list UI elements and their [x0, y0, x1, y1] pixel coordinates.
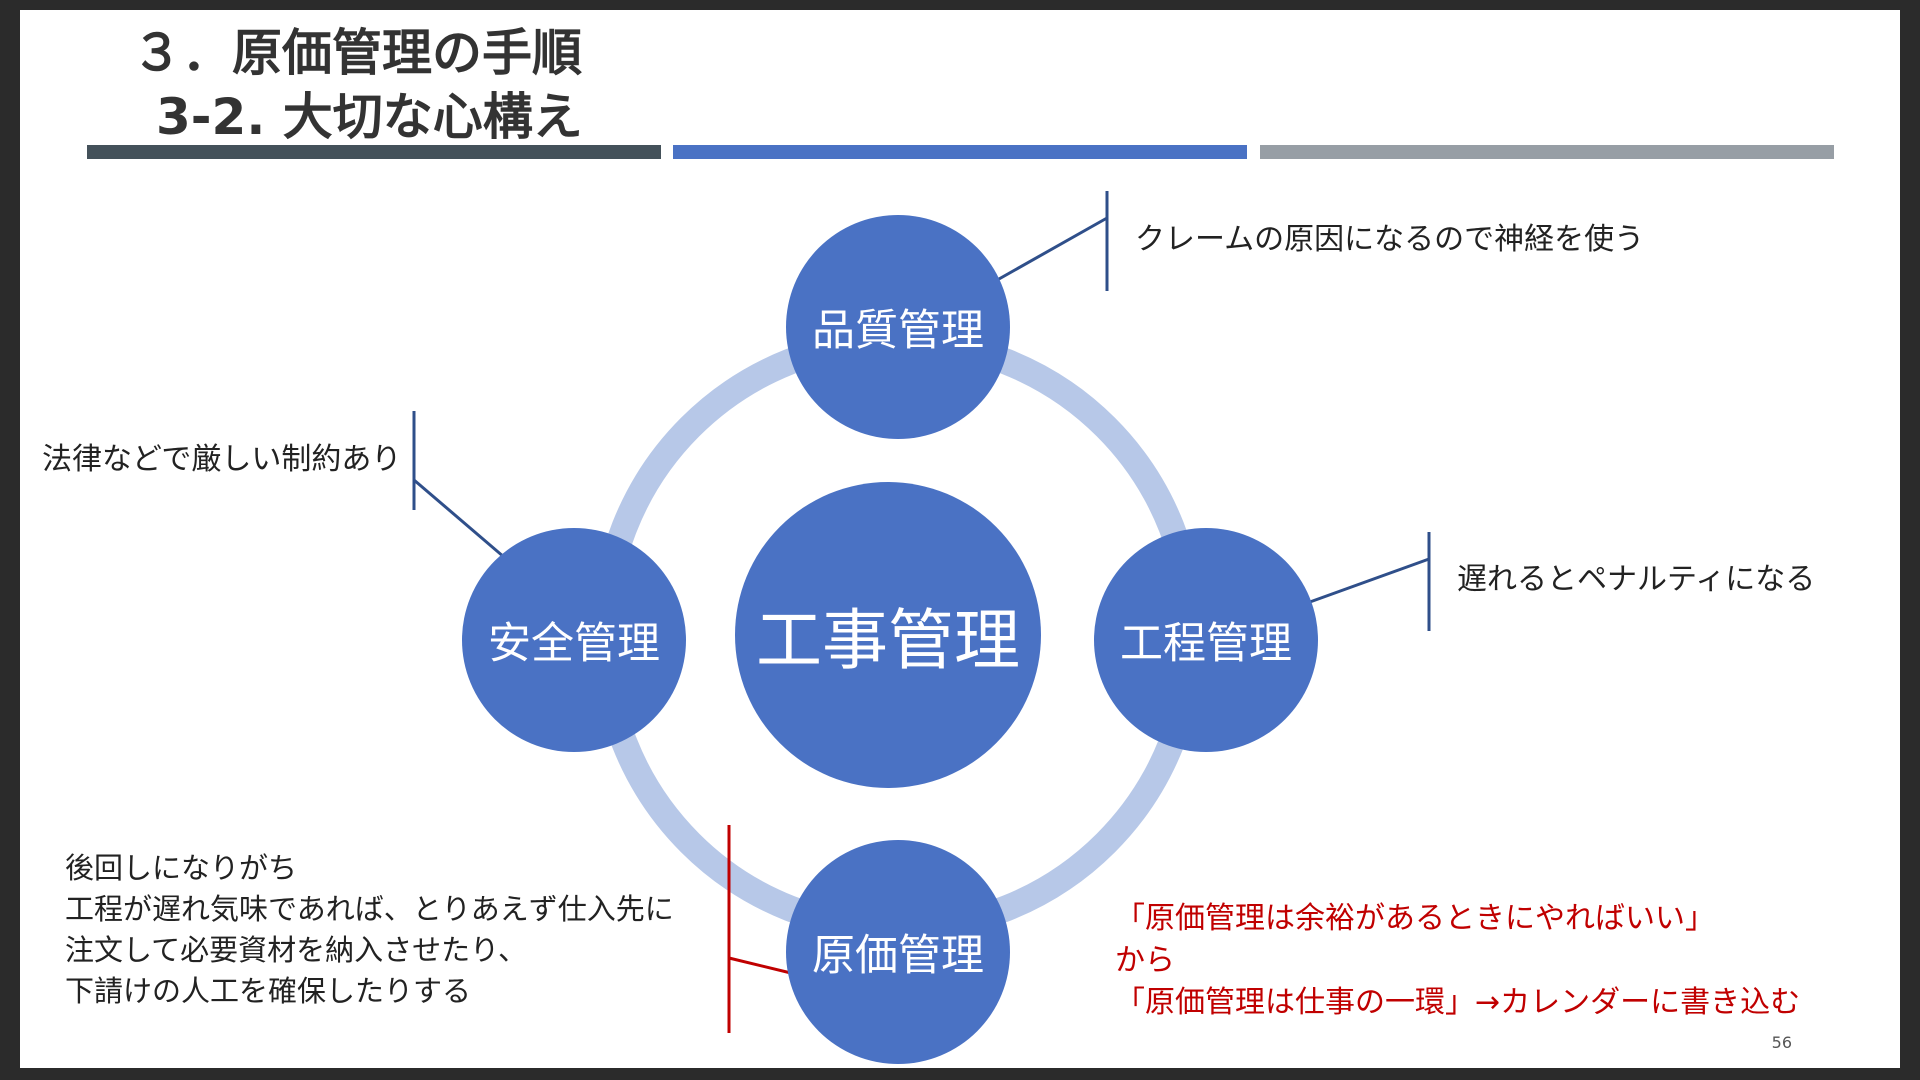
note-cost-line: 下請けの人工を確保したりする	[65, 974, 472, 1008]
node-cost-label: 原価管理	[812, 931, 984, 981]
note-quality: クレームの原因になるので神経を使う	[1135, 222, 1645, 257]
slide-subtitle: 3-2. 大切な心構え	[156, 88, 583, 146]
note-safety: 法律などで厳しい制約あり	[42, 442, 402, 477]
node-quality-management: 品質管理	[786, 215, 1010, 439]
note-cost: 後回しになりがち 工程が遅れ気味であれば、とりあえず仕入先に 注文して必要資材を…	[65, 848, 674, 1012]
header-bar-dark	[87, 145, 661, 159]
note-cost-line: 後回しになりがち	[65, 851, 298, 885]
note-red-line: 「原価管理は仕事の一環」→カレンダーに書き込む	[1115, 985, 1801, 1020]
note-mindset-change: 「原価管理は余裕があるときにやればいい」 から 「原価管理は仕事の一環」→カレン…	[1115, 898, 1800, 1024]
node-quality-label: 品質管理	[812, 306, 984, 356]
header-bar-blue	[673, 145, 1247, 159]
node-safety-management: 安全管理	[462, 528, 686, 752]
node-cost-management: 原価管理	[786, 840, 1010, 1064]
node-process-label: 工程管理	[1120, 619, 1292, 669]
header-bar-gray	[1260, 145, 1834, 159]
node-construction-management: 工事管理	[735, 482, 1041, 788]
note-red-line: から	[1115, 943, 1175, 978]
note-cost-line: 注文して必要資材を納入させたり、	[65, 933, 527, 967]
slide: ３．原価管理の手順 3-2. 大切な心構え 品質管理 安全管理 工程管理 原価管…	[20, 10, 1900, 1068]
callout-line-quality	[982, 216, 1108, 290]
callout-line-cost	[728, 956, 796, 976]
callout-line-safety	[413, 478, 512, 565]
callout-line-process	[1295, 557, 1430, 609]
note-process: 遅れるとペナルティになる	[1457, 562, 1816, 597]
note-red-line: 「原価管理は余裕があるときにやればいい」	[1115, 901, 1715, 936]
page-number: 56	[1771, 1033, 1792, 1052]
slide-title: ３．原価管理の手順	[132, 24, 582, 82]
node-safety-label: 安全管理	[488, 619, 660, 669]
node-center-label: 工事管理	[756, 602, 1020, 679]
note-cost-line: 工程が遅れ気味であれば、とりあえず仕入先に	[65, 892, 674, 926]
node-process-management: 工程管理	[1094, 528, 1318, 752]
